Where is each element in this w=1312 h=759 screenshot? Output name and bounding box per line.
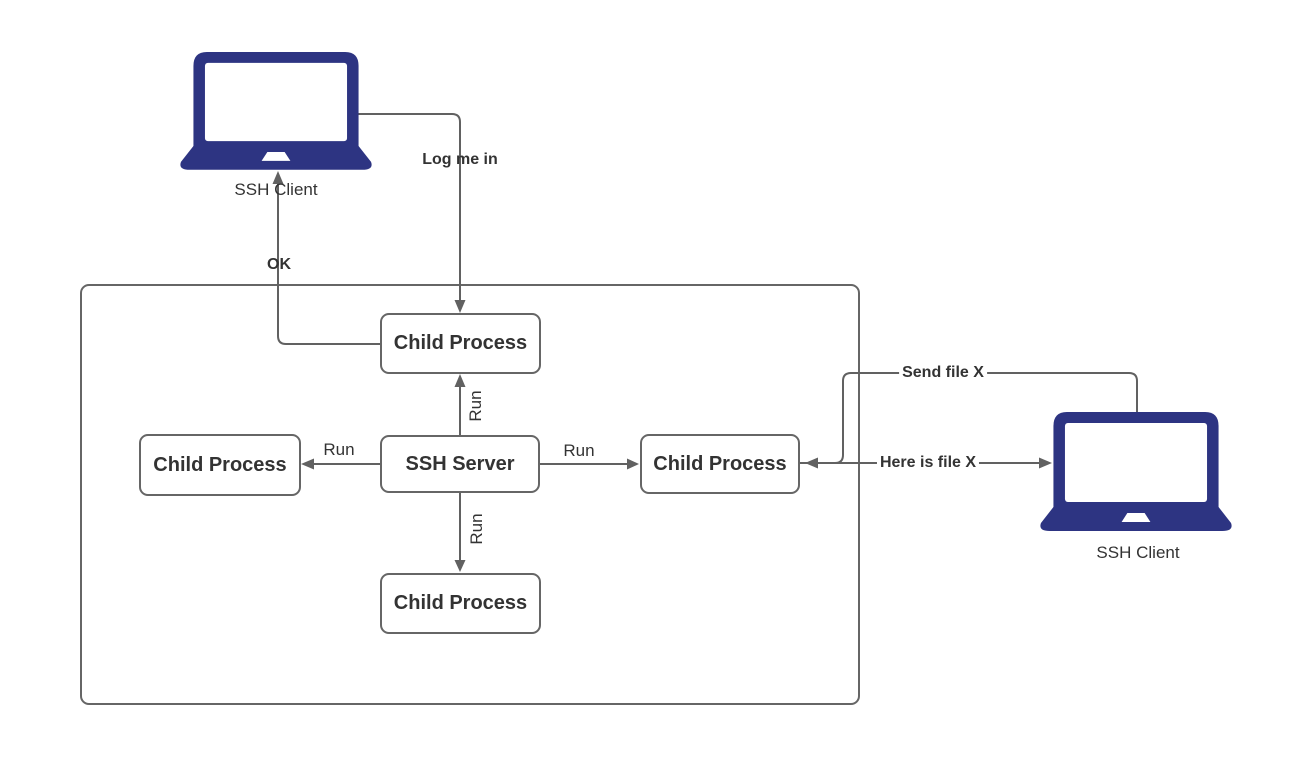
node-ssh-server: SSH Server bbox=[380, 435, 540, 493]
edge-label-ok: OK bbox=[267, 256, 291, 273]
edge-log-me-in bbox=[354, 113, 461, 301]
node-child-process-top: Child Process bbox=[380, 313, 541, 374]
server-boundary-box bbox=[80, 284, 860, 705]
node-label: Child Process bbox=[153, 453, 287, 476]
laptop-icon bbox=[180, 52, 372, 170]
edge-label-run-right: Run bbox=[563, 441, 595, 460]
edge-label-run-left: Run bbox=[323, 440, 355, 459]
node-label: Child Process bbox=[393, 332, 528, 354]
laptop-icon bbox=[1040, 412, 1232, 531]
edge-label-run-up: Run bbox=[466, 390, 485, 422]
node-child-process-right: Child Process bbox=[640, 434, 800, 494]
node-label: Child Process bbox=[393, 592, 528, 614]
node-label: SSH Server bbox=[405, 452, 515, 475]
edge-label-here-is-file: Here is file X bbox=[876, 454, 980, 472]
edge-label-run-down: Run bbox=[467, 513, 486, 545]
node-label: Child Process bbox=[653, 452, 787, 475]
node-child-process-bottom: Child Process bbox=[380, 573, 541, 634]
edge-send-file bbox=[818, 372, 1138, 464]
arrowhead-here-is-file bbox=[1039, 457, 1052, 469]
label-ssh-client-right: SSH Client bbox=[1096, 543, 1180, 562]
node-child-process-left: Child Process bbox=[139, 434, 301, 496]
label-ssh-client-top: SSH Client bbox=[234, 180, 318, 199]
edge-label-log-me-in: Log me in bbox=[422, 151, 498, 168]
edge-label-send-file: Send file X bbox=[899, 364, 987, 382]
